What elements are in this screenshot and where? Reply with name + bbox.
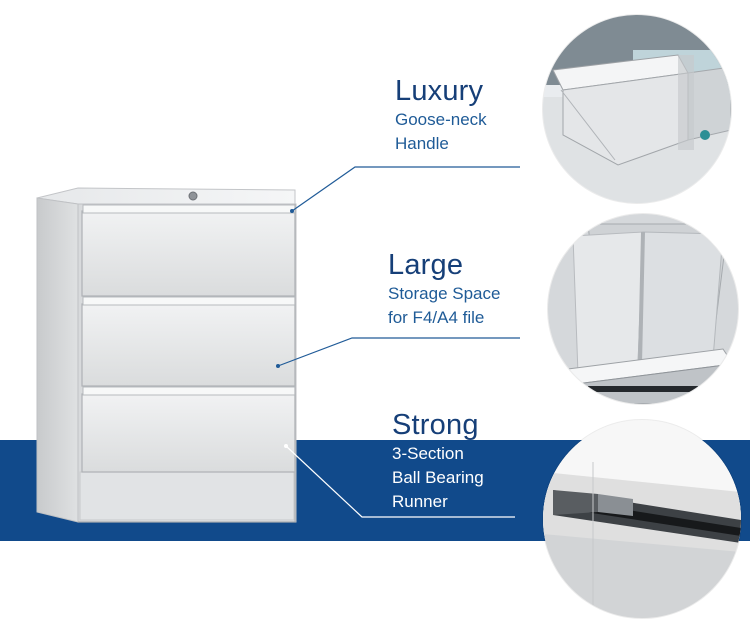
callout-line: Goose-neck [395, 110, 487, 129]
callout-ball-bearing-runner: Strong 3-Section Ball Bearing Runner [392, 408, 484, 514]
callout-line: for F4/A4 file [388, 308, 485, 327]
callout-large-storage: Large Storage Space for F4/A4 file [388, 248, 500, 330]
handle-detail-illustration [543, 15, 731, 203]
callout-line: Ball Bearing [392, 468, 484, 487]
callout-heading: Large [388, 249, 464, 281]
drawer-1 [81, 204, 296, 297]
leader-3 [284, 444, 515, 518]
runner-detail-photo [543, 420, 741, 618]
runner-detail-illustration [543, 420, 741, 618]
drawer-interior-photo [548, 214, 738, 404]
callout-goose-neck-handle: Luxury Goose-neck Handle [395, 74, 487, 156]
callout-line: Handle [395, 134, 449, 153]
leader-2 [276, 337, 520, 368]
leader-1 [290, 166, 520, 213]
cabinet-lock [188, 191, 198, 201]
drawer-3 [81, 386, 296, 473]
drawer-2 [81, 296, 296, 387]
callout-line: 3-Section [392, 444, 464, 463]
callout-heading: Luxury [395, 75, 484, 107]
callout-heading: Strong [392, 409, 479, 441]
callout-line: Storage Space [388, 284, 501, 303]
handle-detail-photo [543, 15, 731, 203]
cabinet-edges [78, 204, 296, 523]
drawer-interior-illustration [548, 214, 738, 404]
callout-line: Runner [392, 492, 448, 511]
